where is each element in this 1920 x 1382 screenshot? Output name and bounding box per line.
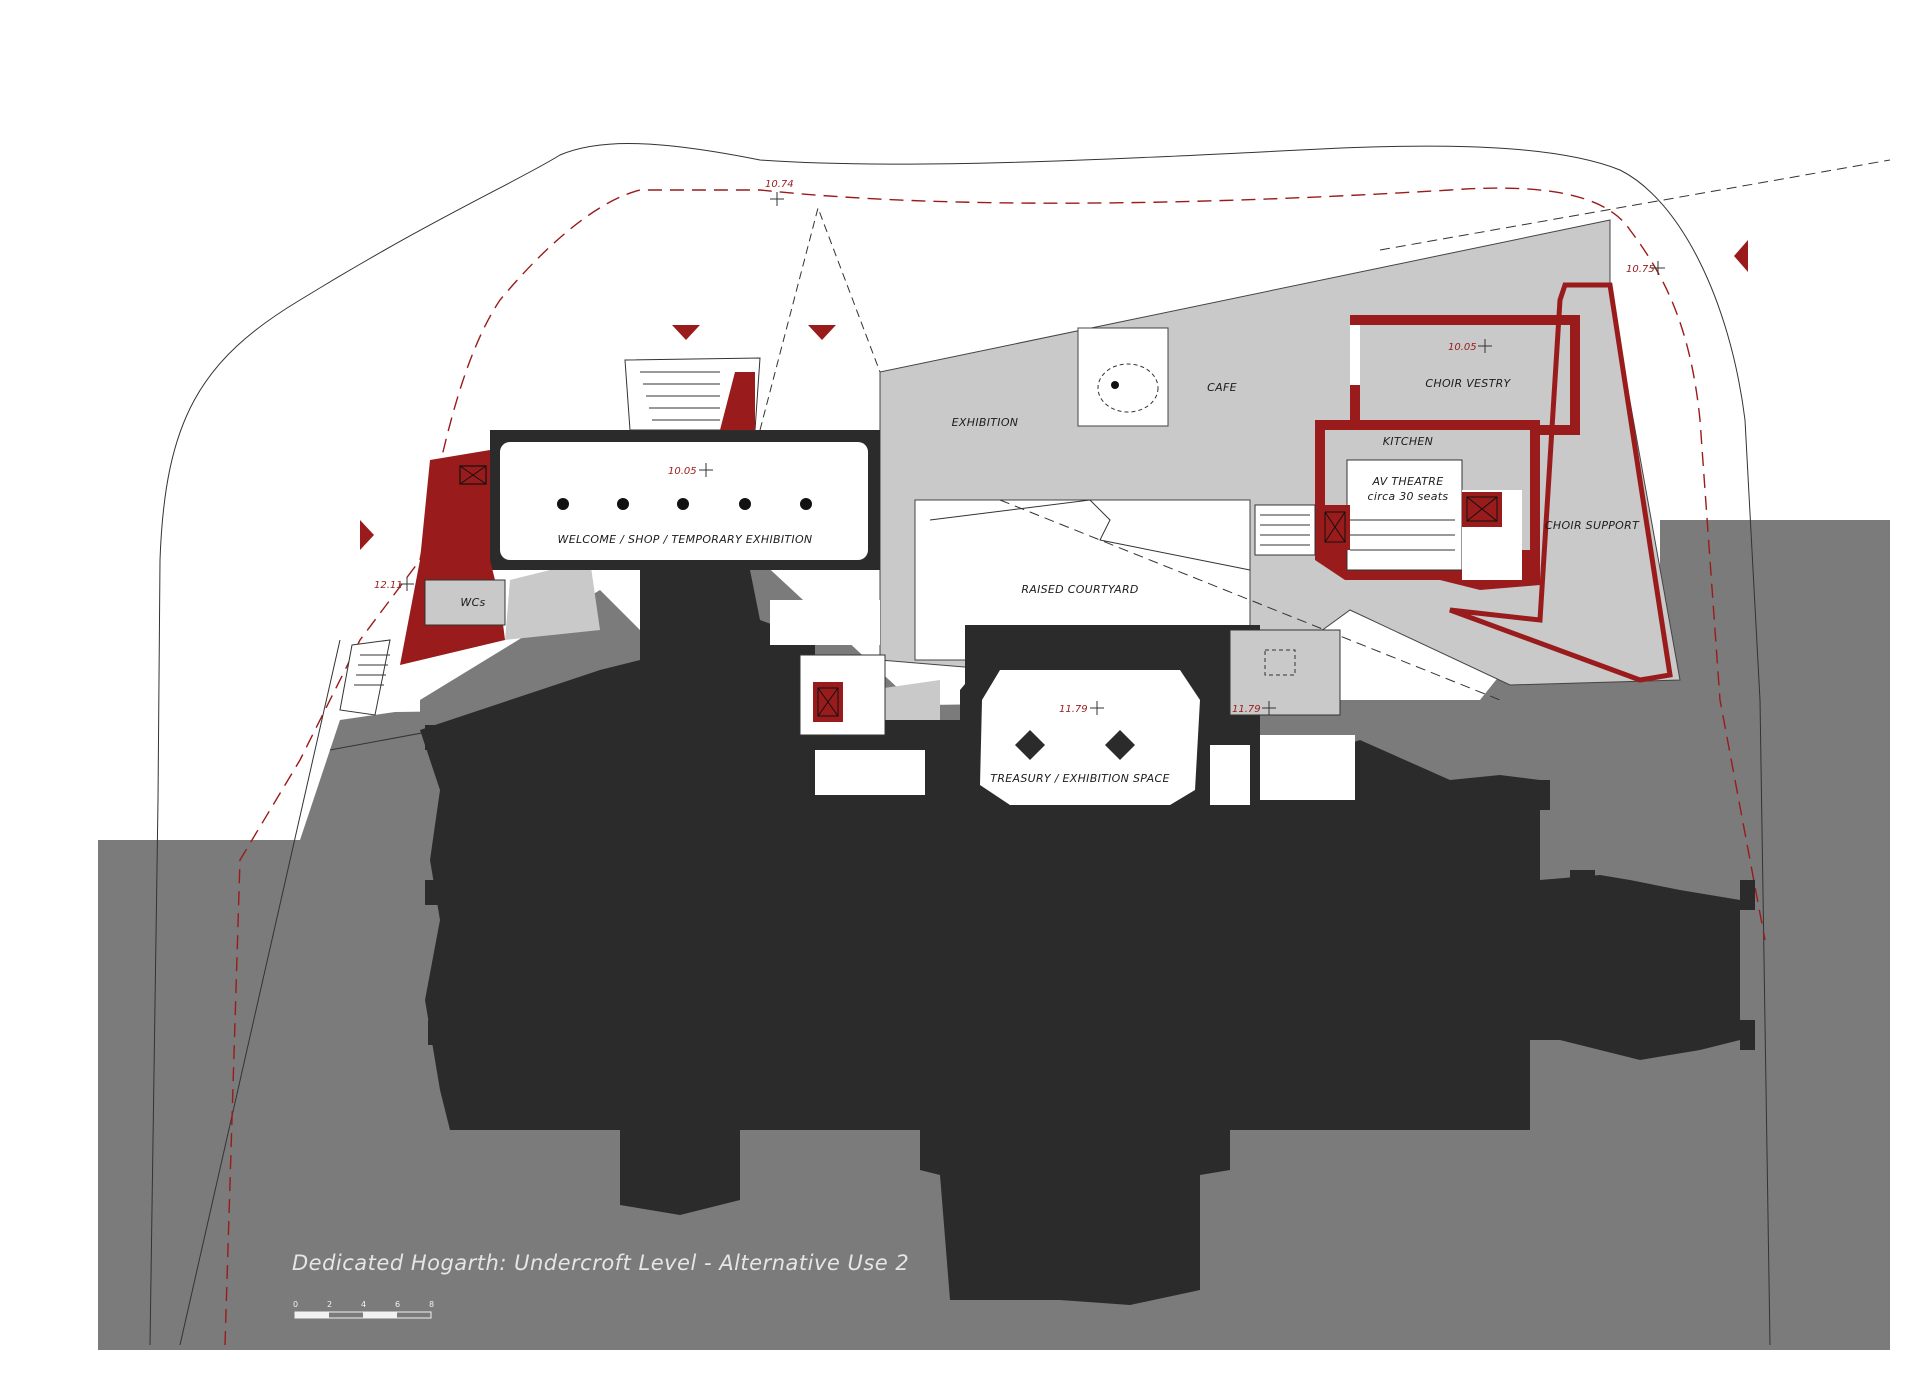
north-dashed-triangle bbox=[759, 206, 881, 431]
north-stair bbox=[624, 357, 761, 431]
level-right: 10.75 bbox=[1626, 264, 1655, 275]
theatre-stair bbox=[1254, 504, 1316, 556]
room-label-av-theatre-seats: circa 30 seats bbox=[1368, 490, 1449, 503]
courtyard-break-line bbox=[929, 499, 1251, 571]
room-label-kitchen: KITCHEN bbox=[1383, 435, 1433, 448]
level-top: 10.74 bbox=[765, 179, 794, 190]
cafe-alcove bbox=[1077, 327, 1169, 427]
section-markers bbox=[360, 240, 1748, 550]
room-label-choir-vestry: CHOIR VESTRY bbox=[1425, 377, 1511, 390]
scale-tick-4: 4 bbox=[361, 1300, 366, 1309]
drawing-title: Dedicated Hogarth: Undercroft Level - Al… bbox=[292, 1251, 909, 1275]
spiral-stair-core-icon bbox=[1111, 381, 1119, 389]
section-marker-east-icon bbox=[1734, 240, 1748, 272]
scale-tick-0: 0 bbox=[293, 1300, 298, 1309]
scale-tick-2: 2 bbox=[327, 1300, 332, 1309]
room-label-choir-support: CHOIR SUPPORT bbox=[1545, 519, 1640, 532]
room-label-wcs: WCs bbox=[460, 596, 485, 609]
room-label-welcome: WELCOME / SHOP / TEMPORARY EXHIBITION bbox=[558, 533, 813, 546]
level-left: 12.11 bbox=[374, 580, 403, 591]
room-label-raised-courtyard: RAISED COURTYARD bbox=[1021, 583, 1138, 596]
scale-bar: 0 2 4 6 8 bbox=[293, 1300, 434, 1319]
choir-vestry-group bbox=[1315, 315, 1580, 590]
west-chambers bbox=[770, 600, 1296, 795]
east-chambers bbox=[1210, 629, 1355, 805]
level-vestry: 10.05 bbox=[1448, 342, 1477, 353]
level-treasury: 11.79 bbox=[1059, 704, 1088, 715]
wc-block bbox=[400, 450, 506, 665]
section-marker-north-1-icon bbox=[672, 325, 700, 340]
room-label-av-theatre: AV THEATRE bbox=[1372, 475, 1444, 488]
choir-support-outline bbox=[1449, 282, 1673, 683]
spiral-stair-icon bbox=[1097, 363, 1159, 413]
room-label-exhibition: EXHIBITION bbox=[952, 416, 1019, 429]
room-label-treasury: TREASURY / EXHIBITION SPACE bbox=[990, 772, 1169, 785]
level-welcome: 10.05 bbox=[668, 466, 697, 477]
room-label-cafe: CAFE bbox=[1207, 381, 1237, 394]
welcome-building bbox=[490, 430, 880, 570]
west-stair bbox=[339, 639, 391, 716]
section-marker-west-icon bbox=[360, 520, 374, 550]
dashed-sightline bbox=[999, 499, 1501, 701]
level-east: 11.79 bbox=[1232, 704, 1261, 715]
treasury-area bbox=[960, 660, 1220, 815]
scale-tick-8: 8 bbox=[429, 1300, 434, 1309]
cathedral-building bbox=[420, 570, 1755, 1305]
red-dashed-boundary bbox=[224, 187, 1766, 1346]
scale-tick-6: 6 bbox=[395, 1300, 400, 1309]
level-markers: 10.74 10.75 12.11 10.05 10.05 11.79 11.7… bbox=[374, 179, 1665, 715]
section-marker-north-2-icon bbox=[808, 325, 836, 340]
